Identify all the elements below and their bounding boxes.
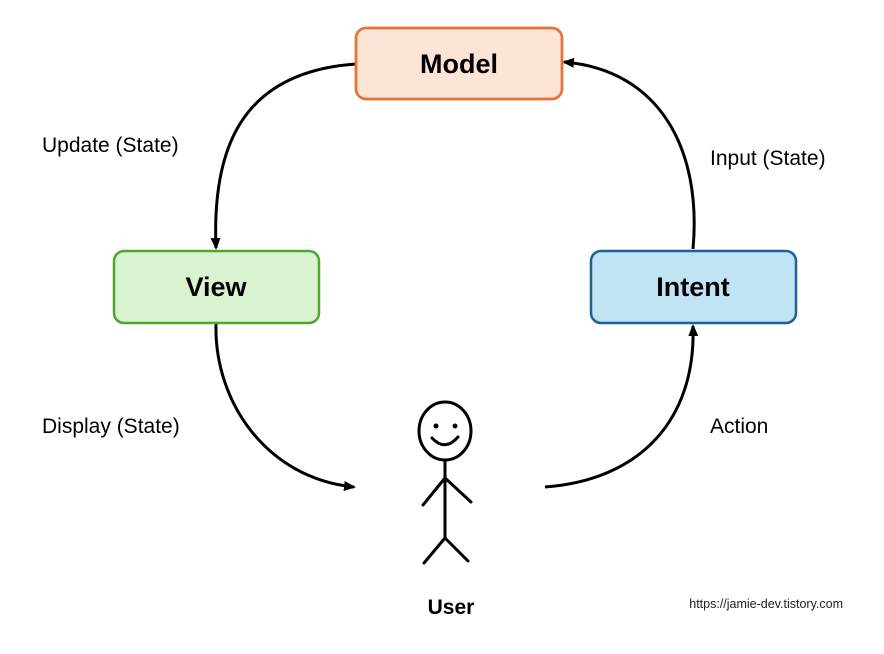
arrow-intent-to-model xyxy=(562,57,696,250)
intent-box-stroke xyxy=(589,249,798,325)
intent-node: Intent xyxy=(589,249,798,325)
view-box xyxy=(114,251,319,323)
model-box-stroke xyxy=(354,26,564,101)
model-node: Model xyxy=(354,26,564,101)
user-stick-figure-icon xyxy=(417,400,473,565)
source-credit: https://jamie-dev.tistory.com xyxy=(689,597,843,611)
input-state-label: Input (State) xyxy=(710,147,826,170)
update-state-label: Update (State) xyxy=(42,134,179,157)
model-label: Model xyxy=(420,49,498,79)
intent-label: Intent xyxy=(656,272,730,302)
intent-box xyxy=(591,251,796,323)
action-label: Action xyxy=(710,415,768,438)
arrow-user-to-intent xyxy=(544,324,699,489)
view-label: View xyxy=(185,272,247,302)
arrow-view-to-user xyxy=(214,323,356,491)
arrow-model-to-view xyxy=(210,62,357,250)
view-node: View xyxy=(112,249,321,325)
user-label: User xyxy=(428,596,475,619)
view-box-stroke xyxy=(112,249,321,325)
display-state-label: Display (State) xyxy=(42,415,180,438)
